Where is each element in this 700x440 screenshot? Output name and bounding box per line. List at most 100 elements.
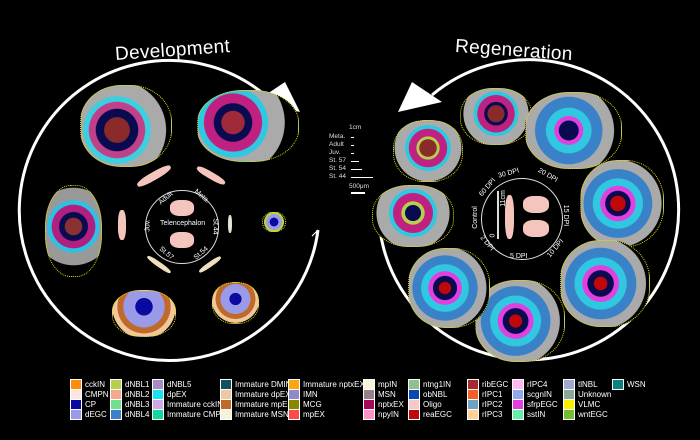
legend-label: wntEGC — [578, 409, 608, 419]
scale-bar-st57 — [351, 161, 359, 162]
legend-label: Unknown — [578, 389, 612, 399]
legend-label: sfrpEGC — [527, 399, 558, 409]
swatch-WSN — [612, 378, 624, 390]
legend-label: Immature DMIN — [235, 379, 292, 389]
brain-slice-st57 — [112, 290, 176, 337]
legend-label: mpEX — [303, 409, 325, 419]
length-axis-bottom-label: 0 — [489, 233, 497, 238]
scale-bar-juv — [351, 153, 354, 154]
brain-slice-15dpi — [580, 160, 664, 247]
legend-label: ribEGC — [482, 379, 509, 389]
brain-slice-2dpi — [408, 248, 490, 328]
brain-slice-juv — [45, 185, 102, 277]
scale-label-st57: St. 57 — [329, 157, 346, 164]
legend-label: CP — [85, 399, 97, 409]
brain-slice-20dpi — [525, 92, 622, 169]
legend-item: mpEX — [288, 408, 325, 420]
legend-label: ntng1IN — [423, 379, 452, 389]
axolotl-juv-icon — [118, 210, 126, 240]
scale-bar-st44 — [351, 177, 373, 178]
legend-item: sstIN — [512, 408, 545, 420]
legend-label: dNBL1 — [125, 379, 150, 389]
regeneration-stage-ring — [481, 178, 563, 260]
legend-label: sstIN — [527, 409, 546, 419]
legend-label: VLMC — [578, 399, 601, 409]
scale-label-meta: Meta. — [329, 133, 346, 140]
legend-label: MSN — [378, 389, 396, 399]
legend-label: dpEX — [167, 389, 187, 399]
development-stage-ring — [145, 190, 219, 264]
legend-label: reaEGC — [423, 409, 452, 419]
scale-bar-meta — [351, 137, 354, 138]
brain-dorsal-injury-icon — [523, 196, 549, 213]
scale-label-st54: St. 54 — [329, 165, 346, 172]
legend-label: IMN — [303, 389, 318, 399]
swatch-immature-MSN — [220, 408, 232, 420]
legend-label: MCG — [303, 399, 322, 409]
legend-label: tlNBL — [578, 379, 598, 389]
scale-label-juv: Juv. — [329, 149, 341, 156]
stage-label-st44: St.44 — [211, 218, 219, 235]
legend-item: Immature CMPN — [152, 408, 227, 420]
legend-label: dEGC — [85, 409, 107, 419]
scale-header: 1cm — [349, 124, 362, 131]
legend-label: Immature dpEX — [235, 389, 291, 399]
stage-label-juv: Juv. — [144, 219, 152, 232]
brain-slice-5dpi — [475, 280, 565, 362]
brain-slice-st54 — [212, 282, 259, 324]
legend-item: wntEGC — [563, 408, 608, 420]
legend-label: dNBL4 — [125, 409, 150, 419]
brain-dorsal-icon — [170, 200, 194, 216]
legend-label: cckIN — [85, 379, 105, 389]
swatch-dEGC — [70, 408, 82, 420]
swatch-immature-CMPN — [152, 408, 164, 420]
legend-item: npyIN — [363, 408, 399, 420]
brain-lateral-injury-icon — [523, 220, 549, 237]
legend-label: dNBL2 — [125, 389, 150, 399]
length-axis — [497, 191, 499, 239]
swatch-rIPC3 — [467, 408, 479, 420]
legend-label: Immature CMPN — [167, 409, 227, 419]
legend-label: obNBL — [423, 389, 448, 399]
brain-slice-10dpi — [560, 240, 650, 327]
legend-label: mpIN — [378, 379, 398, 389]
scale-micron-label: 500μm — [349, 183, 370, 190]
scale-bar-st54 — [351, 169, 362, 170]
swatch-mpEX — [288, 408, 300, 420]
legend-item: rIPC3 — [467, 408, 502, 420]
regeneration-cycle-arrow-icon — [378, 58, 681, 362]
dev-center-label: Telencephalon — [160, 220, 206, 227]
axolotl-control-icon — [505, 195, 514, 239]
scale-label-st44: St. 44 — [329, 173, 346, 180]
legend-item: reaEGC — [408, 408, 452, 420]
legend-label: rIPC2 — [482, 399, 503, 409]
legend-label: Immature MSN — [235, 409, 289, 419]
swatch-reaEGC — [408, 408, 420, 420]
stage-label-control: Control — [471, 206, 479, 229]
legend-item: WSN — [612, 378, 646, 390]
legend-label: rIPC4 — [527, 379, 548, 389]
legend-label: rIPC3 — [482, 409, 503, 419]
swatch-dNBL4 — [110, 408, 122, 420]
legend-label: nptxEX — [378, 399, 404, 409]
brain-slice-60dpi — [393, 120, 463, 182]
legend-label: npyIN — [378, 409, 399, 419]
legend-item: Immature MSN — [220, 408, 289, 420]
legend-label: dNBL5 — [167, 379, 192, 389]
brain-slice-adult — [80, 85, 172, 167]
scale-bar-micron — [351, 192, 365, 194]
brain-slice-st44 — [262, 212, 286, 232]
scale-bar-adult — [351, 145, 354, 146]
stage-label-5dpi: 5 DPI — [510, 253, 528, 260]
legend-label: Immature cckIN — [167, 399, 224, 409]
stage-label-15dpi: 15 DPI — [562, 204, 570, 227]
brain-slice-control — [372, 185, 454, 247]
legend-label: Immature nptxEX — [303, 379, 365, 389]
legend-label: CMPN — [85, 389, 109, 399]
legend-label: scgnIN — [527, 389, 552, 399]
legend-label: WSN — [627, 379, 646, 389]
larva-st44-icon — [228, 215, 232, 233]
scale-label-adult: Adult — [329, 141, 344, 148]
legend-label: rIPC1 — [482, 389, 503, 399]
swatch-sstIN — [512, 408, 524, 420]
